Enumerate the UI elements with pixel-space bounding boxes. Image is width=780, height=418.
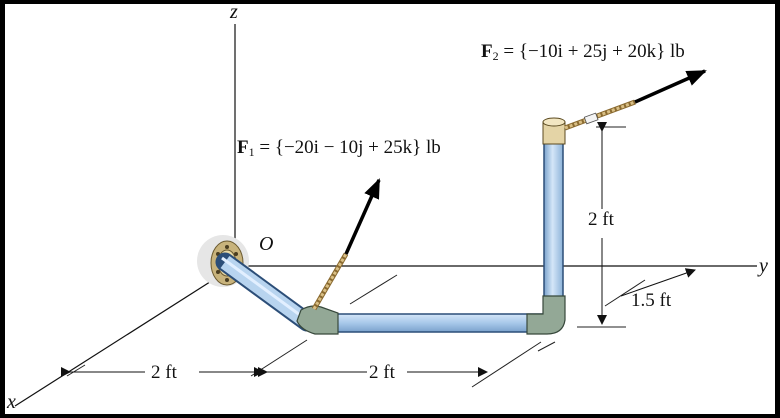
z-axis-label: z: [230, 4, 238, 23]
force-arrow-f1: [344, 178, 381, 255]
force-f2-label: F2 = {−10i + 25j + 20k} lb: [481, 42, 685, 62]
pipe-elbow-left: [296, 305, 339, 335]
dimension-vertical: 2 ft: [588, 209, 614, 230]
force-arrow-f2: [634, 69, 707, 104]
x-axis: [14, 265, 236, 407]
f1-symbol: F: [237, 137, 249, 158]
pipe-elbow-right: [526, 295, 566, 335]
rope-f1: [311, 252, 349, 311]
pipe-horizontal-segment: [322, 313, 544, 333]
origin-label: O: [259, 233, 274, 255]
dimension-y-segment: 2 ft: [369, 362, 395, 383]
y-axis-label: y: [759, 255, 768, 277]
pipe-diagram: [14, 24, 757, 407]
dimension-depth: 1.5 ft: [631, 290, 672, 311]
pipe-end-cap: [542, 117, 566, 145]
f2-components: = {−10i + 25j + 20k} lb: [498, 41, 685, 62]
f1-subscript: 1: [248, 145, 255, 159]
pipe-vertical-segment: [543, 141, 564, 303]
force-f1-label: F1 = {−20i − 10j + 25k} lb: [237, 138, 441, 158]
f2-subscript: 2: [492, 49, 499, 63]
f2-symbol: F: [481, 41, 493, 62]
x-axis-label: x: [7, 391, 16, 413]
dimension-x-segment: 2 ft: [151, 362, 177, 383]
dimension-lines: [61, 122, 696, 377]
f1-components: = {−20i − 10j + 25k} lb: [254, 137, 441, 158]
rope-f2: [564, 99, 636, 131]
diagram-frame: z y x O F1 = {−20i − 10j + 25k} lb F2 = …: [5, 4, 775, 414]
